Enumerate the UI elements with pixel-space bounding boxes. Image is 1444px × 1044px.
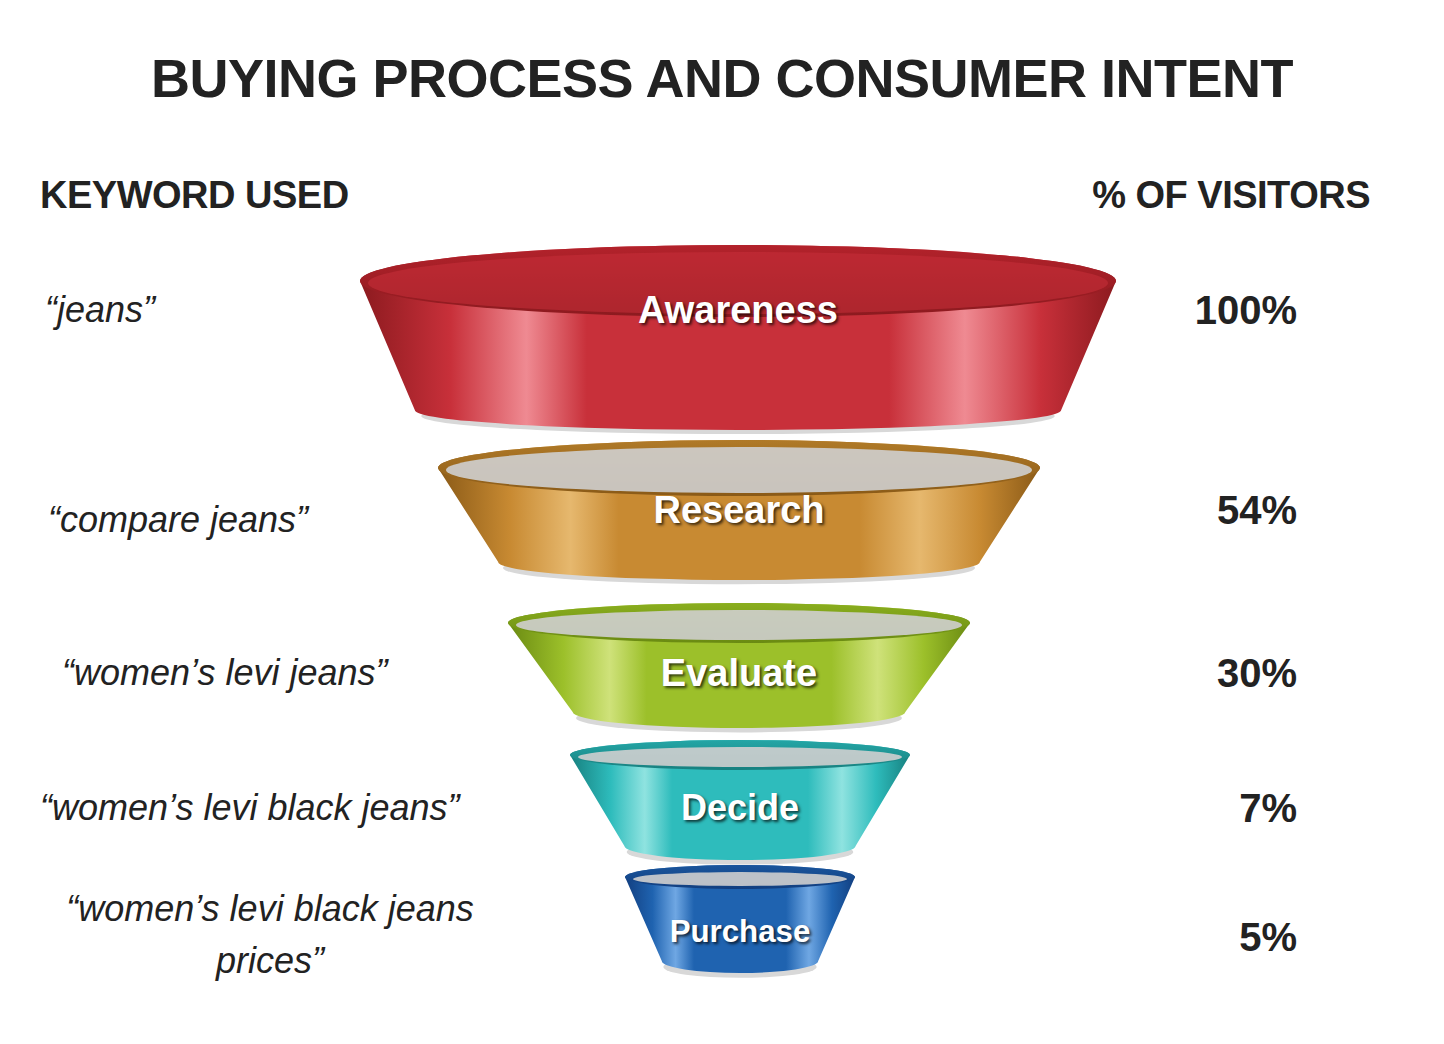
stage-label: Decide: [570, 787, 910, 829]
keyword: “women’s levi black jeans”: [40, 787, 460, 829]
band-rim-inner: [633, 872, 847, 886]
band-body: [625, 865, 855, 973]
funnel-band: Decide: [570, 740, 910, 860]
stage-label: Research: [438, 489, 1040, 532]
visitor-percent: 5%: [1239, 915, 1297, 960]
funnel-band: Evaluate: [508, 603, 970, 728]
funnel-band: Research: [438, 440, 1040, 580]
band-rim: [438, 440, 1040, 496]
band-body: [438, 440, 1040, 580]
keyword: “women’s levi black jeans prices”: [30, 883, 510, 987]
band-rim: [625, 865, 855, 889]
band-rim: [570, 740, 910, 770]
stage-label: Purchase: [625, 914, 855, 950]
column-header: KEYWORD USED: [40, 174, 349, 217]
visitor-percent: 7%: [1239, 786, 1297, 831]
funnel-band-shape: [360, 245, 1116, 430]
band-rim-inner: [578, 747, 902, 767]
visitor-percent: 54%: [1217, 488, 1297, 533]
stage-label: Evaluate: [508, 652, 970, 695]
visitor-percent: 100%: [1195, 288, 1297, 333]
band-body: [570, 740, 910, 860]
visitor-percent: 30%: [1217, 651, 1297, 696]
band-rim-inner: [446, 447, 1032, 493]
title: BUYING PROCESS AND CONSUMER INTENT: [151, 47, 1293, 109]
stage-label: Awareness: [360, 289, 1116, 332]
band-body: [360, 245, 1116, 430]
band-rim-inner: [516, 610, 962, 640]
funnel-band: Awareness: [360, 245, 1116, 430]
keyword: “women’s levi jeans”: [62, 652, 387, 694]
column-header: % OF VISITORS: [1092, 174, 1370, 217]
keyword: “jeans”: [45, 289, 155, 331]
band-rim: [508, 603, 970, 643]
band-body: [508, 603, 970, 728]
funnel-band: Purchase: [625, 865, 855, 973]
keyword: “compare jeans”: [48, 499, 308, 541]
